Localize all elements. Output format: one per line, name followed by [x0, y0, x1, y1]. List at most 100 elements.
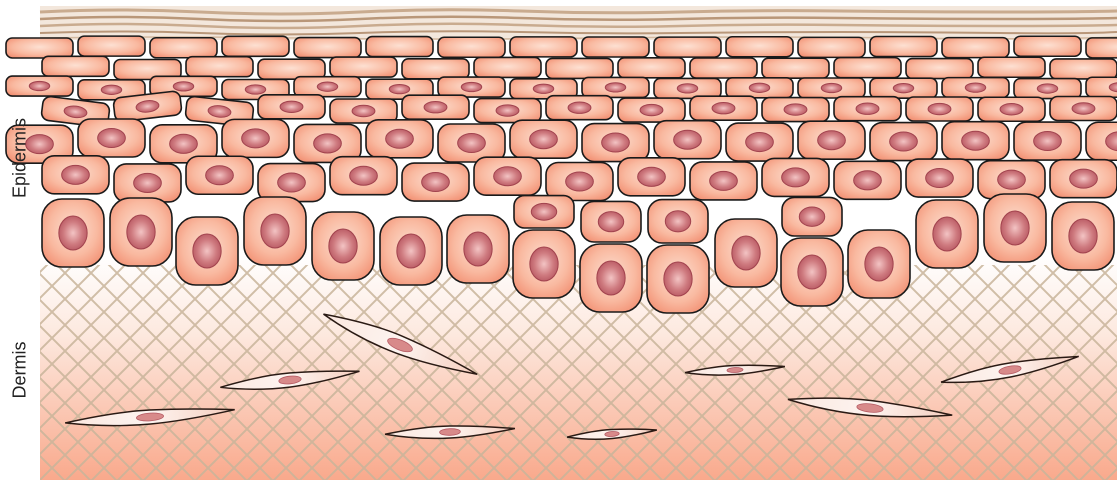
- keratinocyte-cell: [762, 98, 829, 122]
- keratinocyte-cell: [916, 200, 978, 268]
- keratinocyte-cell: [294, 38, 361, 58]
- keratinocyte-cell: [648, 200, 708, 243]
- keratinocyte-cell: [438, 37, 505, 57]
- keratinocyte-cell: [258, 95, 325, 119]
- keratinocyte-cell: [402, 59, 469, 79]
- nucleus: [1034, 131, 1062, 150]
- nucleus: [173, 82, 193, 91]
- nucleus: [664, 262, 692, 296]
- keratinocyte-cell: [110, 198, 172, 266]
- keratinocyte-cell: [6, 76, 73, 96]
- nucleus: [598, 212, 623, 232]
- nucleus: [98, 128, 126, 147]
- keratinocyte-cell: [150, 38, 217, 58]
- nucleus: [134, 173, 162, 192]
- keratinocyte-cell: [1014, 122, 1081, 160]
- nucleus: [422, 173, 450, 192]
- keratinocyte-cell: [726, 78, 793, 98]
- keratinocyte-cell: [654, 78, 721, 98]
- keratinocyte-cell: [798, 121, 865, 159]
- keratinocyte-cell: [762, 158, 829, 196]
- nucleus: [464, 232, 492, 266]
- keratinocyte-cell: [978, 97, 1045, 121]
- keratinocyte-cell: [366, 120, 433, 158]
- keratinocyte-cell: [312, 212, 374, 280]
- nucleus: [386, 129, 414, 148]
- keratinocyte-cell: [690, 96, 757, 120]
- nucleus: [933, 217, 961, 251]
- keratinocyte-cell: [726, 123, 793, 161]
- keratinocyte-cell: [906, 97, 973, 121]
- keratinocyte-cell: [798, 78, 865, 98]
- nucleus: [59, 216, 87, 250]
- nucleus: [280, 101, 303, 112]
- keratinocyte-cell: [942, 78, 1009, 98]
- keratinocyte-cell: [510, 37, 577, 57]
- keratinocyte-cell: [1086, 122, 1117, 160]
- epidermis-label: Epidermis: [10, 118, 31, 198]
- nucleus: [329, 229, 357, 263]
- nucleus: [170, 134, 198, 153]
- keratinocyte-cell: [380, 217, 442, 285]
- nucleus: [710, 171, 738, 190]
- keratinocyte-cell: [582, 77, 649, 97]
- keratinocyte-cell: [42, 56, 109, 76]
- keratinocyte-cell: [186, 57, 253, 77]
- nucleus: [530, 130, 558, 149]
- nucleus: [965, 83, 985, 92]
- keratinocyte-cell: [618, 98, 685, 122]
- nucleus: [397, 234, 425, 268]
- keratinocyte-cell: [1086, 77, 1117, 97]
- nucleus: [1001, 211, 1029, 245]
- nucleus: [1072, 103, 1095, 114]
- nucleus: [674, 130, 702, 149]
- nucleus: [566, 172, 594, 191]
- keratinocyte-cell: [848, 230, 910, 298]
- keratinocyte-cell: [1050, 96, 1117, 120]
- nucleus: [1037, 84, 1057, 93]
- nucleus: [893, 84, 913, 93]
- keratinocyte-cell: [647, 245, 709, 313]
- keratinocyte-cell: [438, 124, 505, 162]
- collagen-mesh: [40, 265, 1117, 480]
- keratinocyte-cell: [1052, 202, 1114, 270]
- nucleus: [928, 103, 951, 114]
- keratinocyte-cell: [1050, 59, 1117, 79]
- keratinocyte-cell: [1086, 38, 1117, 58]
- nucleus: [712, 103, 735, 114]
- nucleus: [677, 84, 697, 93]
- keratinocyte-cell: [474, 57, 541, 77]
- keratinocyte-cell: [906, 159, 973, 197]
- nucleus: [1069, 219, 1097, 253]
- keratinocyte-cell: [870, 78, 937, 98]
- nucleus: [602, 133, 630, 152]
- keratinocyte-cell: [978, 57, 1045, 77]
- stratum-corneum: [40, 6, 1117, 40]
- nucleus: [317, 82, 337, 91]
- keratinocyte-cell: [510, 120, 577, 158]
- keratinocyte-cell: [222, 36, 289, 56]
- nucleus: [890, 132, 918, 151]
- keratinocyte-cell: [690, 162, 757, 200]
- keratinocyte-cell: [330, 157, 397, 195]
- nucleus: [389, 85, 409, 94]
- nucleus: [533, 84, 553, 93]
- nucleus: [101, 85, 121, 94]
- dermis-layer: [40, 255, 1117, 480]
- nucleus: [784, 104, 807, 115]
- keratinocyte-cell: [582, 124, 649, 162]
- nucleus: [854, 171, 882, 190]
- keratinocyte-cell: [690, 58, 757, 78]
- keratinocyte-cell: [870, 36, 937, 56]
- nucleus: [605, 83, 625, 92]
- nucleus: [856, 103, 879, 114]
- keratinocyte-cell: [474, 157, 541, 195]
- keratinocyte-cell: [447, 215, 509, 283]
- nucleus: [245, 85, 265, 94]
- nucleus: [998, 170, 1026, 189]
- nucleus: [818, 131, 846, 150]
- nucleus: [821, 83, 841, 92]
- keratinocyte-cell: [546, 58, 613, 78]
- nucleus: [29, 81, 49, 90]
